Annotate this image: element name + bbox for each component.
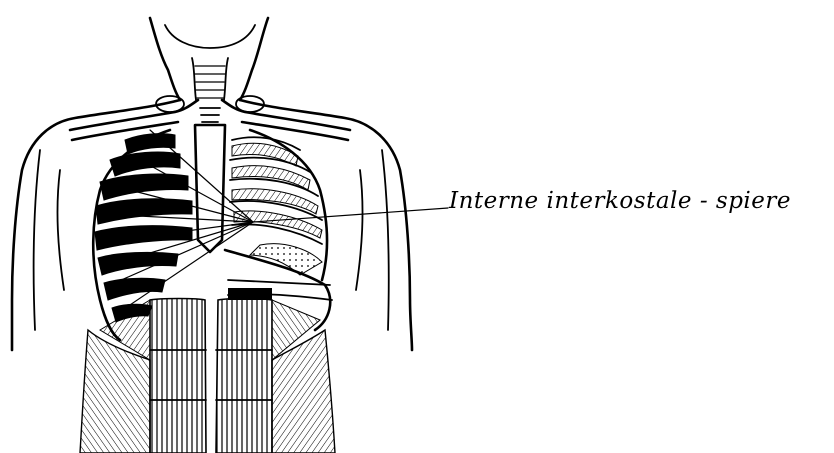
rectus-abdominis xyxy=(150,288,272,453)
neck-outline xyxy=(150,18,268,100)
right-rib-cage xyxy=(230,130,327,280)
clavicles xyxy=(70,96,350,140)
trachea xyxy=(192,58,228,122)
sternum xyxy=(195,125,225,252)
oblique-muscles xyxy=(80,300,335,453)
shoulder-outline xyxy=(12,100,412,350)
interne-interkostale-spiere-label: Interne interkostale - spiere xyxy=(449,188,791,214)
